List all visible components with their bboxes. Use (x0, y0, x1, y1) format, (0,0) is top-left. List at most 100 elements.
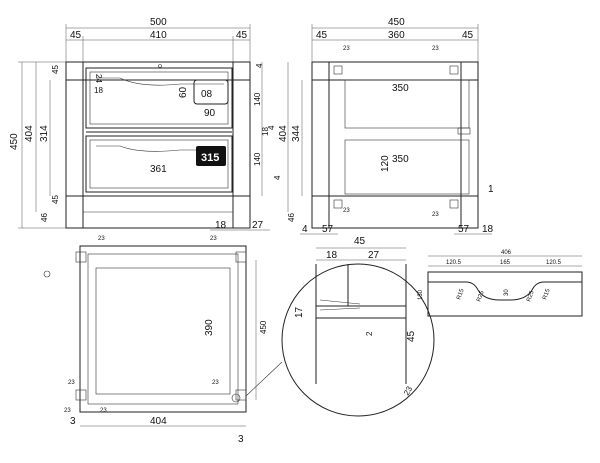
plan-marker-br (231, 393, 241, 403)
plan-dim-404: 404 (150, 416, 167, 427)
front-dim-140-bottom: 140 (253, 152, 262, 166)
side-dim-450: 450 (388, 17, 405, 28)
side-dim-57-right: 57 (458, 224, 470, 235)
side-dim-23-d: 23 (432, 212, 439, 218)
plan-dim-23-2: 23 (210, 236, 217, 242)
front-dim-46: 46 (40, 213, 49, 222)
plan-dim-23-6: 23 (100, 408, 107, 414)
front-dim-361: 361 (150, 164, 167, 175)
plan-inner-1 (87, 253, 239, 405)
side-dim-350-top: 350 (392, 83, 409, 94)
plan-corner-br (235, 389, 247, 401)
side-dim-45-right: 45 (462, 30, 474, 41)
plan-corner-tr (235, 251, 247, 263)
front-dim-90: 90 (204, 108, 216, 119)
front-dim-24: 24 (94, 74, 103, 83)
front-bottom-drawer-handle-curve (96, 145, 224, 152)
side-corner-br (449, 199, 459, 209)
side-right-leg (460, 61, 479, 229)
profile-r25-left: R25 (476, 290, 486, 303)
side-dim-360: 360 (388, 30, 405, 41)
front-dim-45-left: 45 (70, 30, 82, 41)
detail-dim-45-v: 45 (406, 330, 417, 342)
side-dim-350-bottom: 350 (392, 154, 409, 165)
detail-dim-23: 23 (402, 384, 415, 397)
detail-dim-18: 18 (326, 250, 338, 261)
profile-cutout (428, 281, 582, 301)
detail-circle (281, 263, 435, 417)
side-view: 450 45 360 45 404 344 46 350 350 120 23 … (278, 17, 494, 235)
detail-view: 45 18 27 17 2 45 23 (245, 236, 435, 417)
front-dim-4-a: 4 (255, 63, 264, 68)
side-dim-23-b: 23 (432, 46, 439, 52)
detail-dim-2: 2 (365, 331, 374, 336)
side-dim-45-left: 45 (316, 30, 328, 41)
side-dim-18: 18 (482, 224, 494, 235)
side-dim-404: 404 (278, 125, 289, 142)
front-label-plate (193, 79, 229, 105)
front-dim-4-c: 4 (273, 175, 282, 180)
side-left-leg (311, 61, 330, 229)
plan-outline (79, 245, 247, 413)
side-dim-23-a: 23 (343, 46, 350, 52)
front-label-plate-text: 08 (201, 89, 213, 100)
profile-dim-406: 406 (501, 250, 512, 256)
front-dim-27-bottom: 27 (252, 220, 264, 231)
profile-outline (427, 271, 583, 317)
profile-dim-165: 165 (500, 260, 511, 266)
side-dim-4: 4 (302, 224, 308, 235)
side-corner-tl (333, 65, 343, 75)
detail-dim-45: 45 (354, 236, 366, 247)
front-bottom-label-plate (196, 146, 226, 166)
front-dim-18-inner: 18 (94, 86, 103, 95)
plan-corner-tl (75, 251, 87, 263)
side-dim-1: 1 (488, 184, 494, 195)
front-dim-404: 404 (24, 125, 35, 142)
detail-dim-17: 17 (294, 306, 305, 318)
front-dim-410: 410 (150, 30, 167, 41)
front-dim-18-bottom: 18 (215, 220, 227, 231)
front-top-drawer-handle-curve (96, 77, 224, 86)
plan-dim-3-bottom: 3 (238, 434, 244, 445)
front-dim-4-b: 4 (267, 125, 276, 130)
profile-dim-130: 130 (418, 289, 424, 300)
plan-dim-390: 390 (204, 319, 215, 336)
side-top-drawer (344, 79, 470, 129)
side-dim-120: 120 (380, 155, 391, 172)
front-bottom-drawer (85, 135, 233, 193)
side-dim-344: 344 (291, 125, 302, 142)
front-right-leg (232, 61, 251, 229)
front-view: 08 315 500 45 410 45 450 404 314 45 45 4… (9, 17, 282, 231)
side-corner-tr (449, 65, 459, 75)
front-dim-500: 500 (150, 17, 167, 28)
detail-screw-1 (319, 299, 361, 305)
plan-view: 23 23 23 23 23 23 390 450 404 3 3 (43, 236, 268, 445)
profile-r15-right: R15 (542, 288, 552, 301)
front-dim-45-top: 45 (51, 65, 60, 74)
plan-dim-450: 450 (259, 320, 268, 334)
profile-dim-120-5-right: 120.5 (546, 260, 562, 266)
profile-dim-120-5-left: 120.5 (446, 260, 462, 266)
front-bottom-label-text: 315 (201, 152, 219, 164)
front-top-screw (158, 64, 162, 68)
plan-dim-3-left: 3 (70, 416, 76, 427)
side-bottom-drawer (344, 139, 470, 195)
side-slide-bracket (457, 127, 471, 135)
side-corner-bl (333, 199, 343, 209)
plan-dim-23-3: 23 (68, 380, 75, 386)
plan-marker-left (43, 270, 51, 278)
front-dim-450: 450 (9, 133, 20, 150)
profile-r15-left: R15 (456, 288, 466, 301)
profile-dim-30: 30 (504, 289, 510, 296)
front-top-drawer (85, 67, 233, 129)
detail-leader (245, 361, 283, 397)
profile-r25-right: R25 (526, 290, 536, 303)
front-dim-45-bottom: 45 (51, 195, 60, 204)
front-left-leg (65, 61, 84, 229)
front-dim-140-top: 140 (253, 92, 262, 106)
front-dim-18-sep: 18 (261, 127, 270, 136)
plan-dim-23-4: 23 (212, 380, 219, 386)
profile-view: 406 120.5 165 120.5 30 130 R15 R25 R25 R… (418, 250, 583, 317)
plan-inner-2 (95, 267, 231, 395)
